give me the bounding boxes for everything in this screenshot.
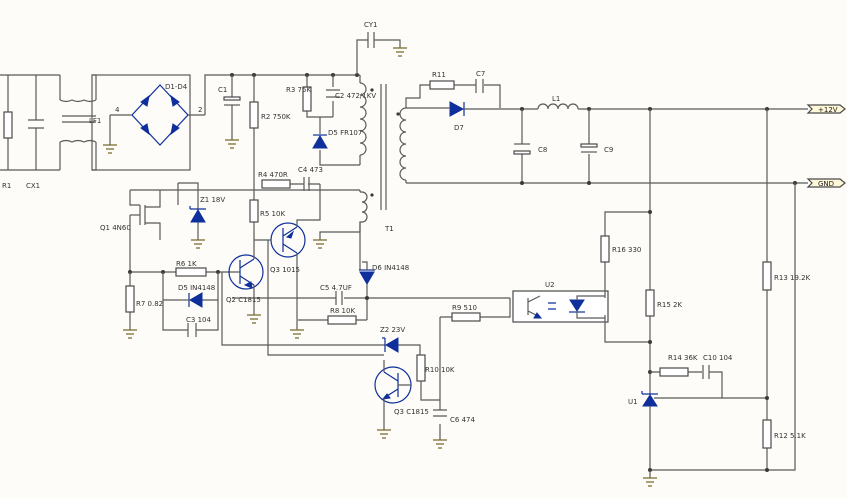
r1-resistor <box>3 111 13 139</box>
r5-label: R5 10K <box>260 210 285 218</box>
u1-shunt-regulator <box>641 391 767 407</box>
r15-resistor <box>645 289 655 317</box>
r3-resistor <box>302 86 312 112</box>
q2-c1815-transistor <box>228 250 264 315</box>
q3b-label: Q3 C1815 <box>394 408 429 416</box>
r4-resistor <box>261 179 291 189</box>
r7-resistor <box>125 285 135 313</box>
d5-in4148-diode <box>188 292 203 308</box>
input-wires <box>0 74 60 171</box>
u2-opto-internals <box>527 295 606 319</box>
r5-resistor <box>249 199 259 223</box>
output-12v-terminal <box>806 104 846 114</box>
bridge-rectifier <box>109 84 205 146</box>
u1-label: U1 <box>628 398 638 406</box>
q1-mosfet <box>130 190 161 240</box>
r6-label: R6 1K <box>176 260 197 268</box>
gnd-label: GND <box>818 180 834 188</box>
r16-resistor <box>600 235 610 263</box>
z2-label: Z2 23V <box>380 326 405 334</box>
lf1-label: LF1 <box>89 117 101 125</box>
z1-zener-diode <box>189 206 206 223</box>
u2-label: U2 <box>545 281 555 289</box>
c7-capacitor <box>475 79 484 93</box>
d1d4-label: D1-D4 <box>165 83 188 91</box>
cx1-label: CX1 <box>26 182 40 190</box>
d5in-label: D5 IN4148 <box>178 284 215 292</box>
c4-capacitor <box>303 177 310 191</box>
c10-capacitor <box>702 365 710 379</box>
c8-label: C8 <box>538 146 547 154</box>
c1-capacitor <box>223 75 241 149</box>
r16-label: R16 330 <box>612 246 641 254</box>
d7-diode <box>449 101 465 117</box>
r1-label: R1 <box>2 182 11 190</box>
ground-symbol <box>103 144 117 154</box>
cx1-capacitor <box>28 119 44 129</box>
c3-label: C3 104 <box>186 316 211 324</box>
l1-label: L1 <box>552 95 560 103</box>
r4-label: R4 470R <box>258 171 288 179</box>
q2-label: Q2 C1815 <box>226 296 261 304</box>
r14-label: R14 36K <box>668 354 698 362</box>
d6-label: D6 IN4148 <box>372 264 409 272</box>
d5-fr107-diode <box>312 134 328 149</box>
c5-label: C5 4.7UF <box>320 284 352 292</box>
r11-label: R11 <box>432 71 446 79</box>
r3-label: R3 75K <box>286 86 311 94</box>
r13-resistor <box>762 261 772 291</box>
c5-capacitor <box>335 291 343 305</box>
c9-capacitor <box>580 109 598 183</box>
cy1-capacitor <box>367 32 375 48</box>
r2-resistor <box>249 101 259 129</box>
r11-resistor <box>429 80 455 90</box>
r15-label: R15 2K <box>657 301 682 309</box>
d6-in4148-diode <box>359 269 375 285</box>
r9-resistor <box>451 312 481 322</box>
pin2-label: 2 <box>198 106 202 114</box>
d7-label: D7 <box>454 124 464 132</box>
r13-label: R13 19.2K <box>774 274 811 282</box>
t1-label: T1 <box>384 225 394 233</box>
d5fr-label: D5 FR107 <box>328 129 362 137</box>
c8-capacitor <box>513 109 531 183</box>
c3-capacitor <box>187 323 197 337</box>
out12-label: +12V <box>818 106 838 114</box>
r8-resistor <box>327 315 357 325</box>
r12-label: R12 5.1K <box>774 432 806 440</box>
c2-capacitor <box>326 89 340 98</box>
r12-resistor <box>762 419 772 449</box>
l1-inductor <box>537 103 579 110</box>
output-gnd-terminal <box>806 178 846 188</box>
c7-label: C7 <box>476 70 485 78</box>
r2-label: R2 750K <box>261 113 291 121</box>
c6-capacitor <box>433 409 447 417</box>
q3-c1815-transistor <box>374 360 412 430</box>
r9-label: R9 510 <box>452 304 477 312</box>
q1-label: Q1 4N60 <box>100 224 131 232</box>
r7-label: R7 0.82 <box>136 300 163 308</box>
z1-label: Z1 18V <box>200 196 225 204</box>
z2-zener-diode <box>382 337 399 353</box>
q3-1015-transistor <box>254 184 321 330</box>
bridge-box <box>91 74 191 171</box>
r6-resistor <box>175 267 207 277</box>
t1-transformer <box>359 75 407 223</box>
r14-resistor <box>659 367 689 377</box>
r10-resistor <box>416 354 426 382</box>
c9-label: C9 <box>604 146 613 154</box>
c4-label: C4 473 <box>298 166 323 174</box>
c2-label: C2 472/1KV <box>335 92 376 100</box>
c10-label: C10 104 <box>703 354 733 362</box>
c6-label: C6 474 <box>450 416 475 424</box>
pin4-label: 4 <box>115 106 120 114</box>
cy1-label: CY1 <box>364 21 378 29</box>
aux-wire <box>130 189 361 192</box>
q3-label: Q3 1015 <box>270 266 300 274</box>
r8-label: R8 10K <box>330 307 355 315</box>
c1-label: C1 <box>218 86 227 94</box>
